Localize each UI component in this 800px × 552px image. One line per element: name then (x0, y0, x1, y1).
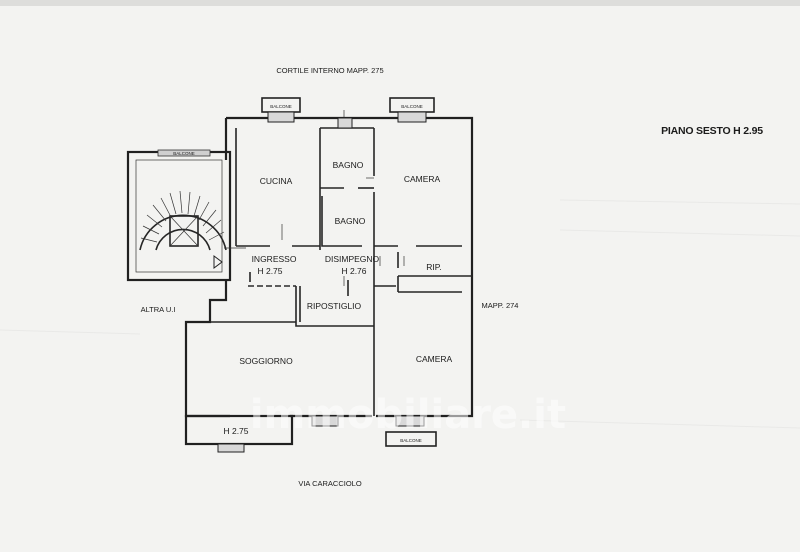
balcony-bottom-right-label: BALCONE (400, 438, 422, 443)
neighbor-parcel-label: MAPP. 274 (482, 301, 519, 310)
room-hallway: DISIMPEGNO (325, 254, 380, 264)
stair-balcony (157, 149, 211, 157)
room-kitchen: CUCINA (260, 176, 293, 186)
room-entrance-height: H 2.75 (257, 266, 282, 276)
room-balcony-height: H 2.75 (223, 426, 248, 436)
stair-balcony-label: BALCONE (173, 151, 195, 156)
interior-walls (210, 110, 472, 416)
room-hallway-height: H 2.76 (341, 266, 366, 276)
lift-shaft (169, 215, 199, 247)
balconies-windows: BALCONE BALCONE BALCONE (217, 97, 437, 453)
room-closet: RIPOSTIGLIO (307, 301, 362, 311)
room-rip: RIP. (426, 262, 441, 272)
room-bath-mid: BAGNO (335, 216, 366, 226)
room-bedroom-top: CAMERA (404, 174, 441, 184)
room-living: SOGGIORNO (239, 356, 293, 366)
entrance-arrow-icon (213, 255, 223, 269)
balcony-top-left-label: BALCONE (270, 104, 292, 109)
scan-texture (0, 0, 800, 6)
room-entrance: INGRESSO (252, 254, 297, 264)
street-label: VIA CARACCIOLO (298, 479, 362, 488)
door-marks (224, 177, 405, 286)
balcony-top-right-label: BALCONE (401, 104, 423, 109)
neighbor-unit-label: ALTRA U.I (141, 305, 176, 314)
watermark: immobiliare.it (250, 392, 566, 438)
stair-steps (140, 190, 225, 243)
courtyard-label: CORTILE INTERNO MAPP. 275 (276, 66, 383, 75)
staircase: BALCONE (126, 149, 232, 282)
floor-title: PIANO SESTO H 2.95 (661, 125, 763, 137)
room-bedroom-bottom: CAMERA (416, 354, 453, 364)
room-bath-top: BAGNO (333, 160, 364, 170)
